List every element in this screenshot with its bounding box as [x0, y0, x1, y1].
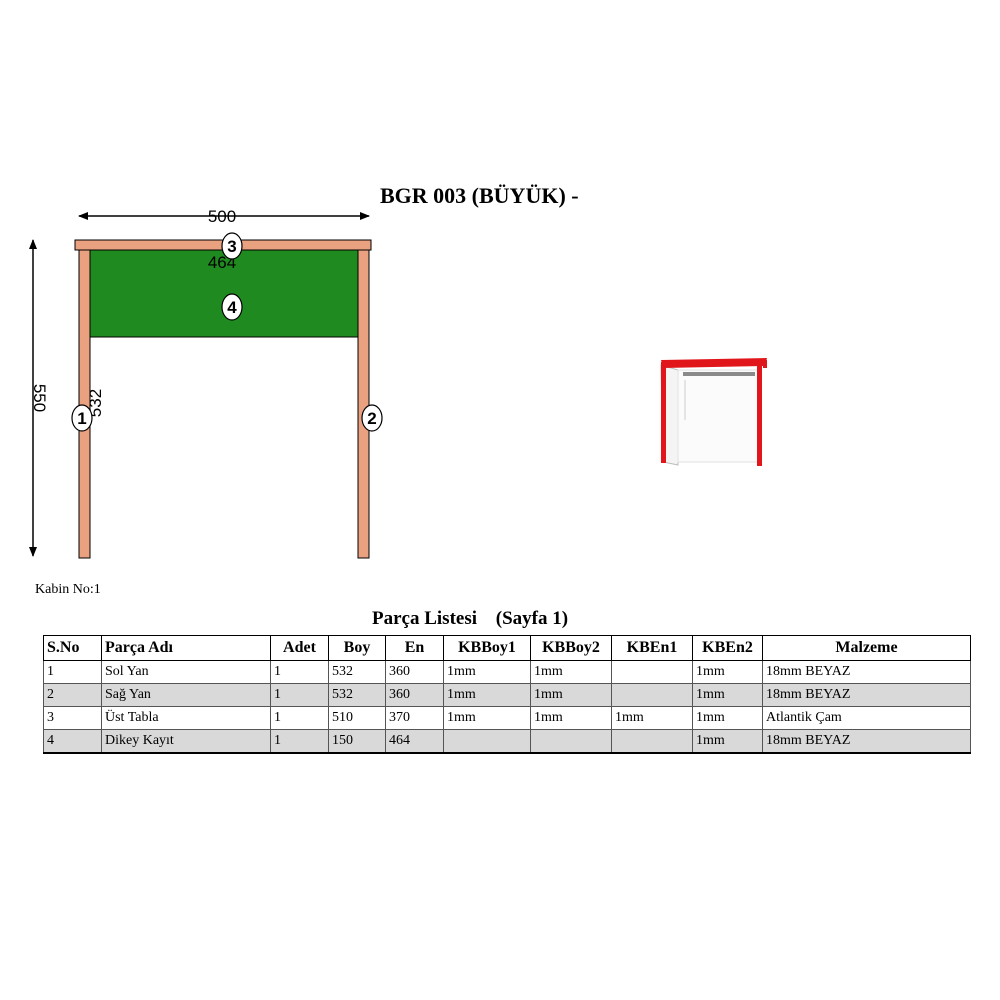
- column-header-kbboy1: KBBoy1: [443, 635, 531, 661]
- table-row: 1 Sol Yan 1 532 360 1mm 1mm 1mm 18mm BEY…: [43, 660, 971, 684]
- table-cell: 1: [43, 660, 102, 684]
- table-cell: 1mm: [530, 660, 612, 684]
- callout-4-label: 4: [227, 298, 237, 317]
- table-cell: Üst Tabla: [101, 706, 271, 730]
- parts-list-heading: Parça Listesi (Sayfa 1): [372, 608, 568, 630]
- table-cell: 2: [43, 683, 102, 707]
- side-height-label: 532: [86, 389, 105, 417]
- table-row: 3 Üst Tabla 1 510 370 1mm 1mm 1mm 1mm At…: [43, 706, 971, 730]
- parts-list-page: (Sayfa 1): [495, 608, 569, 629]
- callout-4: 4: [221, 293, 243, 321]
- column-header-part-name: Parça Adı: [101, 635, 271, 661]
- column-header-kben2: KBEn2: [692, 635, 763, 661]
- callout-1: 1: [71, 404, 93, 432]
- table-cell: 370: [385, 706, 444, 730]
- callout-3: 3: [221, 232, 243, 260]
- side-panel-right: [357, 249, 370, 559]
- parts-table: S.No Parça Adı Adet Boy En KBBoy1 KBBoy2…: [43, 635, 971, 754]
- table-cell: 510: [328, 706, 386, 730]
- table-cell: 3: [43, 706, 102, 730]
- table-cell: Sol Yan: [101, 660, 271, 684]
- column-header-kben1: KBEn1: [611, 635, 693, 661]
- table-cell: 360: [385, 660, 444, 684]
- column-header-length: Boy: [328, 635, 386, 661]
- table-cell: 1: [270, 660, 329, 684]
- table-cell: 1mm: [443, 683, 531, 707]
- vertical-rail-panel: [89, 249, 359, 338]
- column-header-width: En: [385, 635, 444, 661]
- table-cell: [611, 660, 693, 684]
- table-cell: 464: [385, 729, 444, 754]
- table-cell: [611, 683, 693, 707]
- width-dimension-label: 500: [208, 207, 236, 226]
- table-cell: 1mm: [530, 706, 612, 730]
- table-cell: 1: [270, 729, 329, 754]
- table-cell: 4: [43, 729, 102, 754]
- column-header-quantity: Adet: [270, 635, 329, 661]
- table-cell: Dikey Kayıt: [101, 729, 271, 754]
- parts-list-title: Parça Listesi: [372, 608, 478, 629]
- table-cell: 532: [328, 660, 386, 684]
- table-cell: Sağ Yan: [101, 683, 271, 707]
- callout-2: 2: [361, 404, 383, 432]
- callout-2-label: 2: [367, 409, 376, 428]
- table-cell: Atlantik Çam: [762, 706, 971, 730]
- column-header-material: Malzeme: [762, 635, 971, 661]
- table-cell: 1mm: [611, 706, 693, 730]
- technical-drawing: 500 550 464 532 1 2 3 4: [29, 207, 767, 559]
- table-cell: 1mm: [692, 706, 763, 730]
- table-cell: 360: [385, 683, 444, 707]
- parts-table-header-row: S.No Parça Adı Adet Boy En KBBoy1 KBBoy2…: [43, 635, 971, 661]
- height-dimension-label: 550: [30, 384, 49, 412]
- callout-3-label: 3: [227, 237, 236, 256]
- table-cell: 1mm: [530, 683, 612, 707]
- table-cell: 1mm: [692, 729, 763, 754]
- table-row: 4 Dikey Kayıt 1 150 464 1mm 18mm BEYAZ: [43, 729, 971, 754]
- cabin-number: Kabin No:1: [35, 582, 101, 597]
- table-cell: [530, 729, 612, 754]
- column-header-sno: S.No: [43, 635, 102, 661]
- table-cell: 18mm BEYAZ: [762, 660, 971, 684]
- cabinet-3d-thumbnail: [660, 358, 767, 466]
- table-cell: [443, 729, 531, 754]
- table-cell: 1mm: [692, 660, 763, 684]
- column-header-kbboy2: KBBoy2: [530, 635, 612, 661]
- table-cell: 1: [270, 706, 329, 730]
- table-cell: [611, 729, 693, 754]
- table-cell: 532: [328, 683, 386, 707]
- table-cell: 1mm: [443, 660, 531, 684]
- table-cell: 1mm: [443, 706, 531, 730]
- table-row: 2 Sağ Yan 1 532 360 1mm 1mm 1mm 18mm BEY…: [43, 683, 971, 707]
- table-cell: 18mm BEYAZ: [762, 729, 971, 754]
- drawing-title: BGR 003 (BÜYÜK) -: [380, 183, 579, 208]
- table-cell: 1mm: [692, 683, 763, 707]
- table-cell: 150: [328, 729, 386, 754]
- callout-1-label: 1: [77, 409, 86, 428]
- table-cell: 18mm BEYAZ: [762, 683, 971, 707]
- table-cell: 1: [270, 683, 329, 707]
